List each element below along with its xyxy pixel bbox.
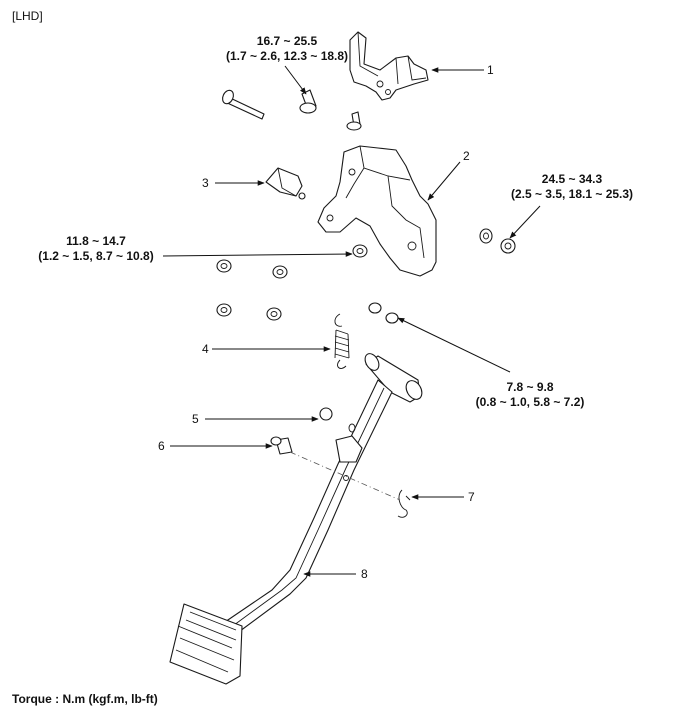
torque-units-note: Torque : N.m (kgf.m, lb-ft) xyxy=(12,692,158,706)
bushing-part-5 xyxy=(319,407,333,421)
mounting-bolt xyxy=(346,111,362,131)
snap-pin-part-7 xyxy=(397,489,411,518)
bracket-nut-2 xyxy=(272,265,288,279)
torque-value: 16.7 ~ 25.5 xyxy=(256,34,318,48)
pedal-member-bracket-part-2 xyxy=(317,145,437,277)
stop-lamp-switch-part-3 xyxy=(265,167,306,200)
brake-pedal-part-8 xyxy=(221,353,423,635)
torque-label-bracket-bolt: 16.7 ~ 25.5 (1.7 ~ 2.6, 12.3 ~ 18.8) xyxy=(196,34,378,64)
leader-2 xyxy=(427,161,461,201)
clevis-axis-line xyxy=(289,451,401,501)
bracket-nut-4 xyxy=(266,307,282,321)
callout-7: 7 xyxy=(468,490,475,504)
torque-units: (2.5 ~ 3.5, 18.1 ~ 25.3) xyxy=(510,187,634,201)
variant-label: [LHD] xyxy=(12,9,43,23)
pivot-bolt xyxy=(222,89,265,120)
return-spring-part-4 xyxy=(334,313,350,369)
torque-label-bracket-nut: 11.8 ~ 14.7 (1.2 ~ 1.5, 8.7 ~ 10.8) xyxy=(8,234,184,264)
torque-value: 24.5 ~ 34.3 xyxy=(541,172,603,186)
callout-3: 3 xyxy=(202,176,209,190)
torque-units: (1.2 ~ 1.5, 8.7 ~ 10.8) xyxy=(38,249,154,263)
stopper-nut-2 xyxy=(385,312,399,324)
bracket-nut-right xyxy=(352,244,368,258)
torque-value: 7.8 ~ 9.8 xyxy=(506,380,554,394)
torque-units: (0.8 ~ 1.0, 5.8 ~ 7.2) xyxy=(475,395,585,409)
torque-label-stopper-nut: 7.8 ~ 9.8 (0.8 ~ 1.0, 5.8 ~ 7.2) xyxy=(442,380,618,410)
callout-8: 8 xyxy=(361,567,368,581)
leader-torque-2 xyxy=(509,205,541,239)
torque-label-pivot-nut: 24.5 ~ 34.3 (2.5 ~ 3.5, 18.1 ~ 25.3) xyxy=(482,172,662,202)
stopper-nut-1 xyxy=(368,302,382,314)
leader-torque-4 xyxy=(397,317,511,373)
callout-5: 5 xyxy=(192,412,199,426)
bracket-nut-1 xyxy=(216,259,232,273)
callout-4: 4 xyxy=(202,342,209,356)
pivot-nut xyxy=(500,238,516,254)
torque-value: 11.8 ~ 14.7 xyxy=(66,234,126,248)
bracket-bolt xyxy=(299,89,317,114)
callout-1: 1 xyxy=(487,63,494,77)
torque-units: (1.7 ~ 2.6, 12.3 ~ 18.8) xyxy=(225,49,349,63)
callout-6: 6 xyxy=(158,439,165,453)
pedal-pad xyxy=(169,603,243,685)
leader-torque-3 xyxy=(162,251,353,257)
bracket-nut-3 xyxy=(216,303,232,317)
upper-bracket-part-1 xyxy=(349,31,429,101)
callout-2: 2 xyxy=(463,149,470,163)
washer xyxy=(479,228,493,244)
leader-torque-1 xyxy=(284,65,307,95)
clevis-pin-part-6 xyxy=(270,436,293,455)
